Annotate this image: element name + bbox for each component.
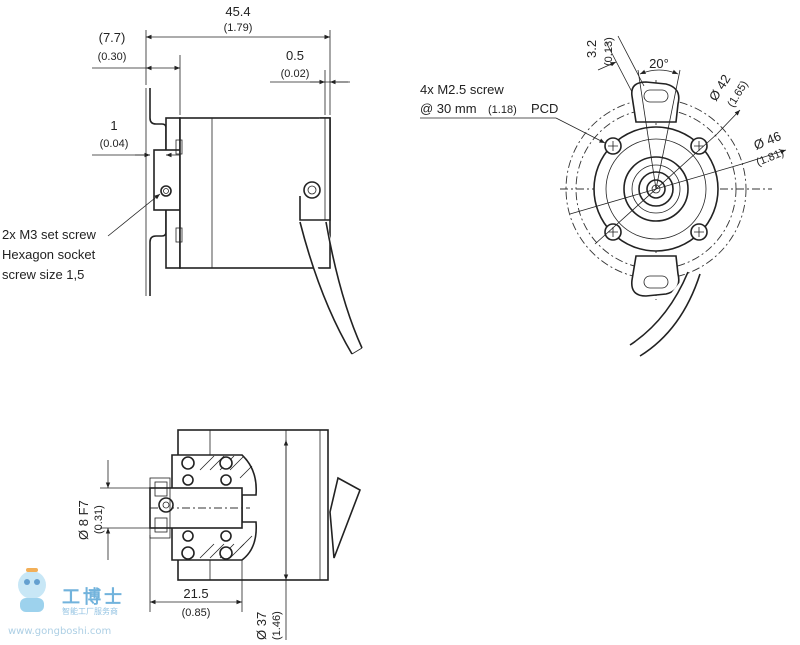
robot-mascot-icon <box>18 568 46 612</box>
dim-total-in: (1.79) <box>224 22 253 34</box>
bearing-ball <box>219 456 233 470</box>
dim-clamp: 1 <box>110 118 117 133</box>
section-dia-in: (1.46) <box>271 611 283 640</box>
bore-dia-in: (0.31) <box>93 505 105 534</box>
section-len-in: (0.85) <box>182 607 211 619</box>
pcd-screw <box>604 223 622 241</box>
watermark: 工博士 智能工厂服务商 www.gongboshi.com <box>8 568 125 637</box>
screw-note-2c: PCD <box>531 101 558 116</box>
pcd-screw <box>690 137 708 155</box>
dim-total: 45.4 <box>225 4 250 19</box>
section-view: Ø 8 F7 (0.31) 21.5 (0.85) Ø 37 (1.46) <box>76 429 361 640</box>
set-screw <box>160 185 172 197</box>
watermark-url: www.gongboshi.com <box>8 626 111 637</box>
watermark-tagline: 智能工厂服务商 <box>62 606 118 616</box>
section-cable <box>329 476 361 559</box>
set-screw-note-1: 2x M3 set screw <box>2 227 97 242</box>
screw-note-1: 4x M2.5 screw <box>420 82 504 97</box>
angle-label: 20° <box>649 56 669 71</box>
screw-note-2b: (1.18) <box>488 104 517 116</box>
section-len: 21.5 <box>183 586 208 601</box>
bearing-ball <box>181 546 195 560</box>
bearing-ball <box>219 546 233 560</box>
dim-flange-in: (0.30) <box>98 51 127 63</box>
bore-dia: Ø 8 F7 <box>76 500 91 540</box>
side-view: 45.4 (1.79) (7.7) (0.30) 0.5 (0.02) 1 (0… <box>2 4 363 355</box>
dim-clamp-in: (0.04) <box>100 138 129 150</box>
dim-gap-in: (0.02) <box>281 68 310 80</box>
set-screw-note-3: screw size 1,5 <box>2 267 84 282</box>
section-dia: Ø 37 <box>254 612 269 640</box>
bearing-ball <box>181 456 195 470</box>
outline-42 <box>575 108 737 270</box>
set-screw-note-2: Hexagon socket <box>2 247 96 262</box>
dim-slot-in: (0.13) <box>603 37 615 66</box>
screw-note-2a: @ 30 mm <box>420 101 477 116</box>
front-view: 4x M2.5 screw @ 30 mm (1.18) PCD 3.2 (0.… <box>420 35 787 357</box>
cable-gland-screw <box>303 181 321 199</box>
shaft-hub <box>153 149 181 211</box>
pcd-screw <box>690 223 708 241</box>
section-set-screw <box>158 497 174 513</box>
dim-slot: 3.2 <box>584 40 599 58</box>
pcd-screw <box>604 137 622 155</box>
dim-gap: 0.5 <box>286 48 304 63</box>
dim-flange: (7.7) <box>99 30 126 45</box>
watermark-brand: 工博士 <box>62 586 125 608</box>
